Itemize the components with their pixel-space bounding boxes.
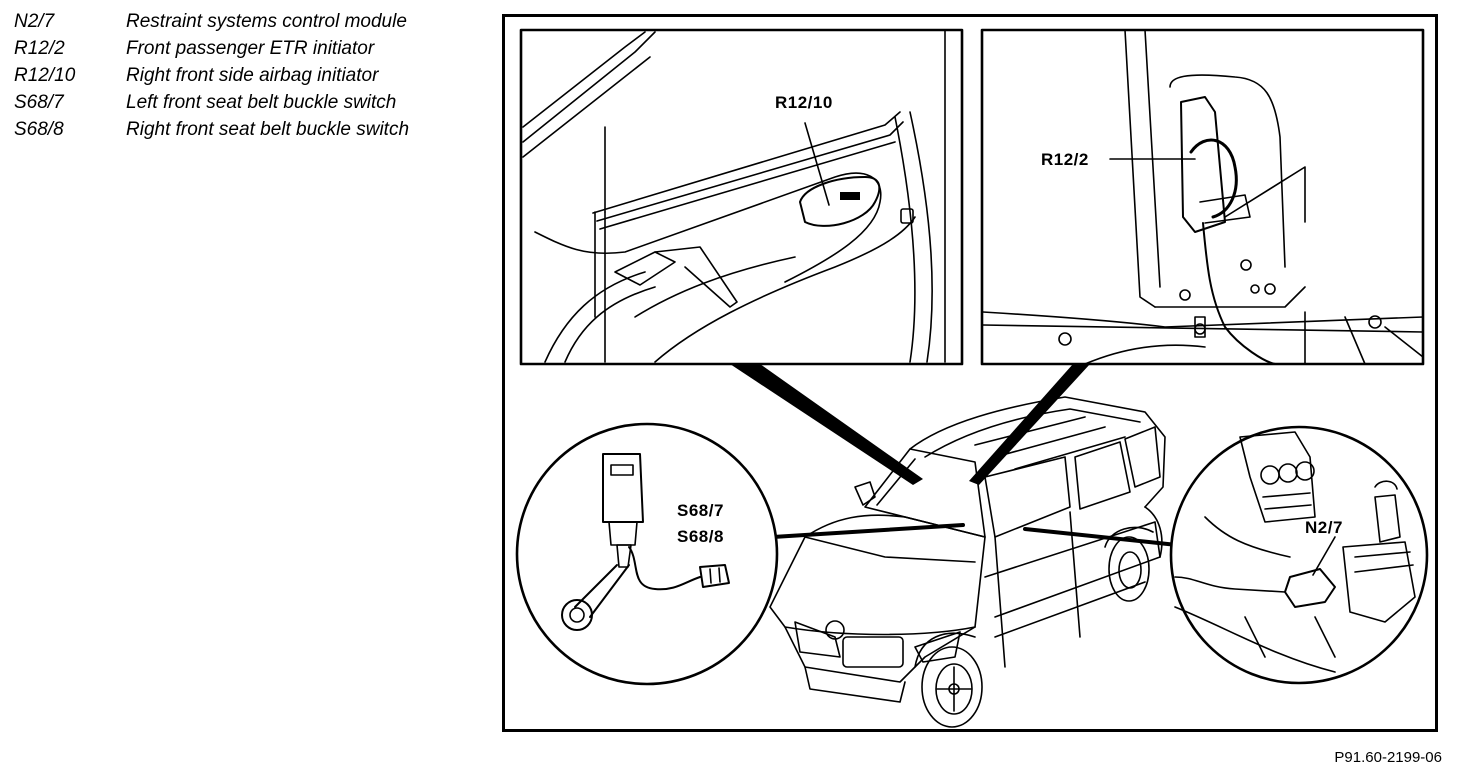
callout-n2-7: N2/7 (1305, 518, 1343, 537)
callout-r12-10: R12/10 (775, 93, 833, 112)
legend-code: R12/10 (14, 65, 76, 86)
legend-description: Front passenger ETR initiator (126, 38, 375, 59)
legend-code: S68/7 (14, 92, 64, 113)
callout-s68-7: S68/7 (677, 501, 724, 520)
legend-code: R12/2 (14, 38, 65, 59)
buckle-detail-circle (515, 422, 779, 686)
r12-10-leader (804, 122, 830, 206)
diagram-drawing (515, 28, 1429, 728)
legend-description: Right front side airbag initiator (126, 65, 379, 86)
figure-id: P91.60-2199-06 (1334, 749, 1442, 766)
door-inset-pointer (730, 364, 923, 485)
pillar-inset (980, 28, 1425, 366)
pillar-inset-pointer (969, 364, 1090, 485)
legend-description: Restraint systems control module (126, 11, 407, 32)
module-detail-circle (1169, 425, 1429, 685)
legend-description: Right front seat belt buckle switch (126, 119, 410, 140)
callout-s68-8: S68/8 (677, 527, 724, 546)
component-location-diagram: R12/10 R12/2 S68/7 S68/8 N2/7 (502, 14, 1438, 732)
callout-r12-2: R12/2 (1041, 150, 1089, 169)
n2-7-leader (1312, 536, 1336, 576)
buckle-pointer-line (771, 523, 965, 539)
legend-code: S68/8 (14, 119, 64, 140)
legend-code: N2/7 (14, 11, 55, 32)
legend-description: Left front seat belt buckle switch (126, 92, 397, 113)
module-pointer-line (1023, 527, 1179, 547)
door-panel-inset (519, 28, 964, 366)
vehicle-illustration (769, 396, 1166, 728)
